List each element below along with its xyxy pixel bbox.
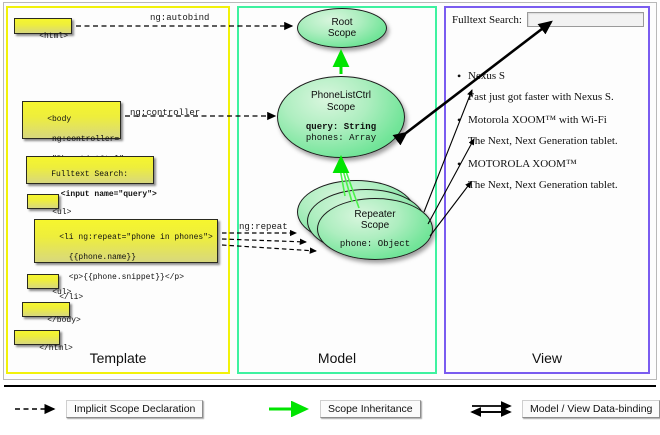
code-box-search-markup: Fulltext Search: <input name="query"> [26,156,157,199]
edge-label-autobind: ng:autobind [150,13,210,23]
column-label-view: View [531,350,563,366]
view-panel: Fulltext Search: Nexus S Fast just got f… [452,12,644,191]
scope-title-line2: Scope [327,28,357,39]
code-text-line1: <body [47,115,72,124]
code-text: </html> [39,344,73,353]
fulltext-search-label: Fulltext Search: [452,13,522,26]
code-box-html-open: <html> [14,18,72,41]
legend-label: Scope Inheritance [320,400,421,418]
code-text: <ul> [52,288,72,297]
phone-snippet: The Next, Next Generation tablet. [468,179,618,191]
scope-title-line2: Scope [326,101,356,113]
scope-phonelistctrl: PhoneListCtrl Scope query: String phones… [277,76,405,158]
code-box-ul-close: <ul> [27,274,71,297]
code-text-line3: <p>{{phone.snippet}}</p> [59,273,185,282]
legend-label: Model / View Data-binding [522,400,660,418]
code-text-line1: Fulltext Search: [51,170,129,179]
legend-divider [4,385,656,387]
scope-repeater: Repeater Scope phone: Object [317,198,433,260]
code-text: </body> [47,316,81,325]
code-text: <html> [39,32,69,41]
code-box-html-close: </html> [14,330,73,353]
phone-snippet: The Next, Next Generation tablet. [468,135,618,147]
scope-prop-query: query: String [305,122,377,132]
scope-prop-phones: phones: Array [305,133,377,143]
legend-item-implicit-scope-declaration: Implicit Scope Declaration [14,400,204,418]
legend: Implicit Scope Declaration Scope Inherit… [0,396,660,432]
column-label-template: Template [89,350,147,366]
code-box-body-tag: <body ng:controller= "PhoneListCtrl"> [22,101,129,164]
phone-snippet: Fast just got faster with Nexus S. [468,91,614,103]
code-box-ul-open: <ul> [27,194,71,217]
edge-label-controller: ng:controller [130,108,201,118]
phone-name: Motorola XOOM™ with Wi-Fi [452,113,644,128]
phone-list-item: Motorola XOOM™ with Wi-Fi The Next, Next… [452,113,644,147]
legend-item-model-view-data-binding: Model / View Data-binding [470,400,660,418]
view-search-row: Fulltext Search: [452,12,644,27]
code-box-body-close: </body> [22,302,81,325]
code-text-line1: <li ng:repeat="phone in phones"> [59,233,213,242]
column-label-model: Model [317,350,357,366]
legend-item-scope-inheritance: Scope Inheritance [268,400,421,418]
solid-arrow-icon [269,401,309,417]
code-text-line4: </li> [59,293,84,302]
phone-name: MOTOROLA XOOM™ [452,157,644,172]
code-text-line2: ng:controller= [47,135,120,144]
code-text-line2: <input name="query"> [51,190,157,199]
scope-root: Root Scope [297,8,387,48]
dashed-arrow-icon [15,403,56,415]
scope-title-line1: Root [331,16,353,28]
scope-prop-phone: phone: Object [339,238,411,249]
legend-label: Implicit Scope Declaration [66,400,204,418]
phone-list-item: MOTOROLA XOOM™ The Next, Next Generation… [452,157,644,191]
scope-title-line2: Scope [360,220,390,231]
scope-title-line1: PhoneListCtrl [310,90,372,101]
code-box-li-repeat: <li ng:repeat="phone in phones"> {{phone… [34,219,218,302]
code-text-line2: {{phone.name}} [59,253,137,262]
phone-name: Nexus S [452,69,644,84]
double-arrow-icon [470,401,512,417]
scope-title-line1: Repeater [354,208,396,220]
phone-list-item: Nexus S Fast just got faster with Nexus … [452,69,644,103]
search-input[interactable] [526,12,644,27]
code-text: <ul> [52,208,72,217]
edge-label-repeat: ng:repeat [239,222,288,232]
